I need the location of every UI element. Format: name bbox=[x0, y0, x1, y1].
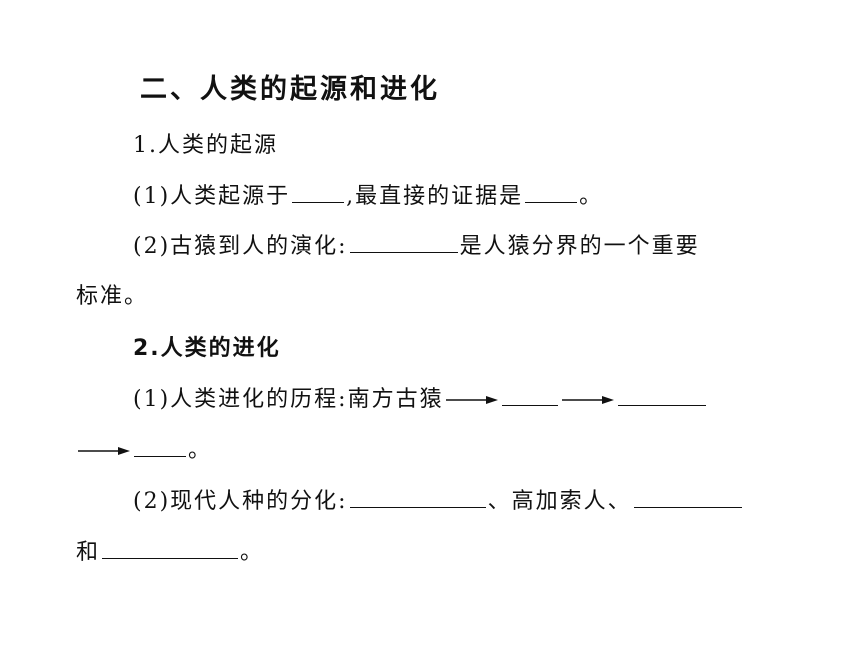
answer-blank[interactable] bbox=[501, 385, 558, 406]
question-text: 。 bbox=[579, 184, 604, 209]
question-text: 和 bbox=[76, 540, 101, 565]
question-race-continuation: 和。 bbox=[76, 538, 264, 567]
question-text: (1)人类进化的历程:南方古猿 bbox=[133, 387, 444, 412]
answer-blank[interactable] bbox=[617, 385, 706, 406]
answer-blank[interactable] bbox=[292, 182, 345, 203]
question-continuation: 标准。 bbox=[76, 284, 149, 309]
question-text: (1)人类起源于 bbox=[133, 184, 291, 209]
question-evolution-continuation: 。 bbox=[76, 436, 212, 465]
answer-blank[interactable] bbox=[349, 232, 458, 253]
question-text: 、高加索人、 bbox=[487, 489, 632, 514]
question-text: ,最直接的证据是 bbox=[346, 184, 524, 209]
right-arrow-icon bbox=[78, 447, 130, 455]
question-ape-to-human: (2)古猿到人的演化: 是人猿分界的一个重要 bbox=[133, 232, 700, 261]
question-text: 。 bbox=[240, 540, 265, 565]
subsection-title-origin: 1.人类的起源 bbox=[133, 133, 278, 158]
answer-blank[interactable] bbox=[134, 436, 186, 457]
right-arrow-icon bbox=[445, 396, 498, 404]
right-arrow-icon bbox=[561, 396, 614, 404]
question-text: 是人猿分界的一个重要 bbox=[459, 234, 700, 259]
question-text: 。 bbox=[188, 438, 213, 463]
section-heading: 二、人类的起源和进化 bbox=[140, 74, 440, 105]
question-race-differentiation: (2)现代人种的分化: 、高加索人、 bbox=[133, 487, 744, 516]
question-text: (2)现代人种的分化: bbox=[133, 489, 348, 514]
answer-blank[interactable] bbox=[349, 487, 486, 508]
question-evolution-course: (1)人类进化的历程:南方古猿 bbox=[133, 385, 708, 414]
answer-blank[interactable] bbox=[633, 487, 742, 508]
question-text: (2)古猿到人的演化: bbox=[133, 234, 348, 259]
answer-blank[interactable] bbox=[102, 538, 239, 559]
subsection-title-evolution: 2.人类的进化 bbox=[133, 336, 281, 361]
answer-blank[interactable] bbox=[525, 182, 578, 203]
question-origin-place: (1)人类起源于 ,最直接的证据是 。 bbox=[133, 182, 603, 211]
